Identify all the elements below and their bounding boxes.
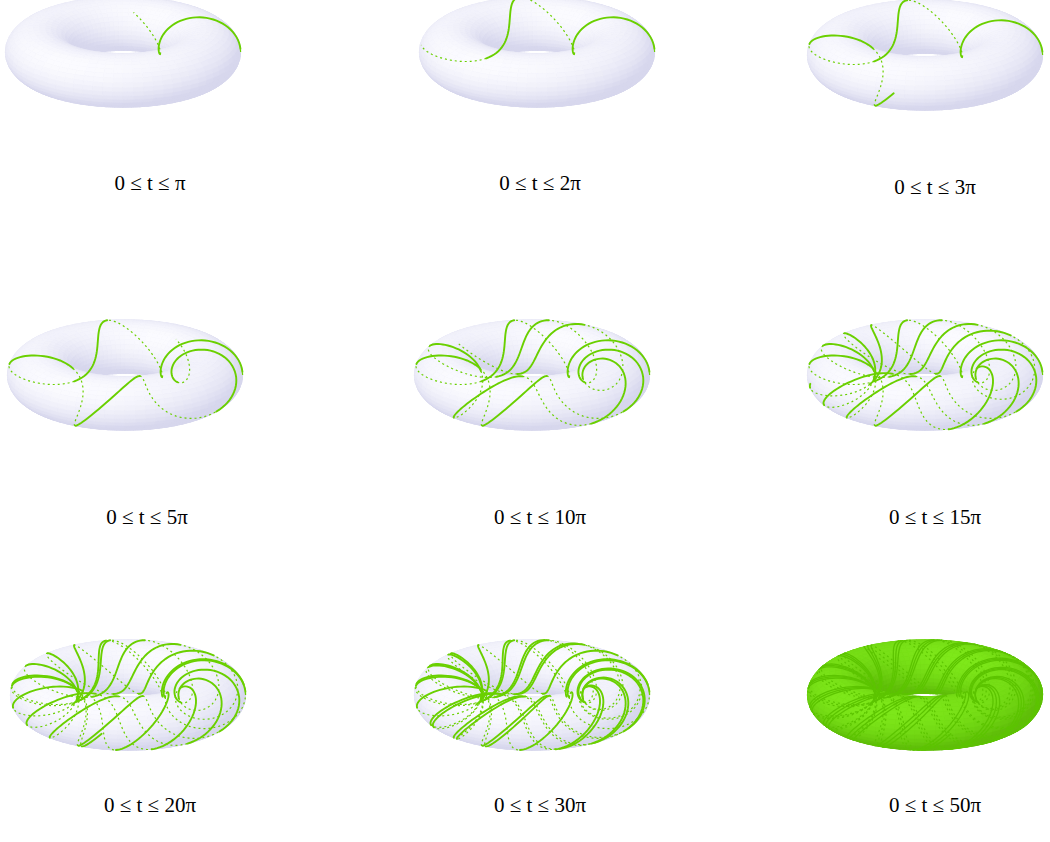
torus-surface — [123, 21, 128, 26]
torus-surface — [118, 43, 123, 46]
torus-surface — [113, 21, 118, 26]
torus-surface — [110, 31, 114, 36]
torus-surface — [118, 12, 123, 16]
torus-surface — [123, 17, 128, 22]
torus-surface — [123, 12, 128, 16]
torus-surface — [109, 26, 114, 31]
torus-surface — [123, 39, 128, 43]
torus-surface — [132, 26, 137, 31]
torus-surface — [118, 39, 123, 43]
torus-surface — [106, 31, 110, 36]
torus-surface — [127, 31, 131, 36]
torus-surface — [114, 31, 118, 36]
torus-surface — [123, 31, 127, 35]
torus-surface — [117, 5, 123, 9]
torus-surface — [119, 31, 123, 35]
torus-surface — [123, 43, 128, 46]
torus-surface — [128, 17, 133, 22]
torus-surface — [118, 17, 123, 22]
torus-surface — [114, 26, 119, 31]
torus-surface — [119, 35, 123, 39]
torus — [5, 0, 240, 107]
torus-surface — [127, 39, 132, 43]
torus-surface — [123, 8, 129, 12]
torus-surface — [128, 21, 133, 26]
torus-surface — [114, 35, 118, 39]
torus-surface — [118, 21, 123, 26]
torus-surface — [114, 39, 119, 43]
torus-surface — [116, 2, 123, 5]
torus-surface — [110, 35, 114, 39]
torus-surface — [132, 35, 136, 39]
torus-surface — [136, 31, 140, 36]
torus-surface — [132, 31, 136, 36]
torus-surface — [123, 26, 128, 31]
torus-surface — [127, 35, 131, 39]
torus-surface — [123, 2, 130, 5]
torus-surface — [113, 17, 118, 22]
torus-surface — [123, 5, 129, 9]
torus-surface — [118, 26, 123, 31]
torus-surface — [127, 26, 132, 31]
torus-surface — [117, 8, 123, 12]
torus-surface — [123, 35, 127, 39]
